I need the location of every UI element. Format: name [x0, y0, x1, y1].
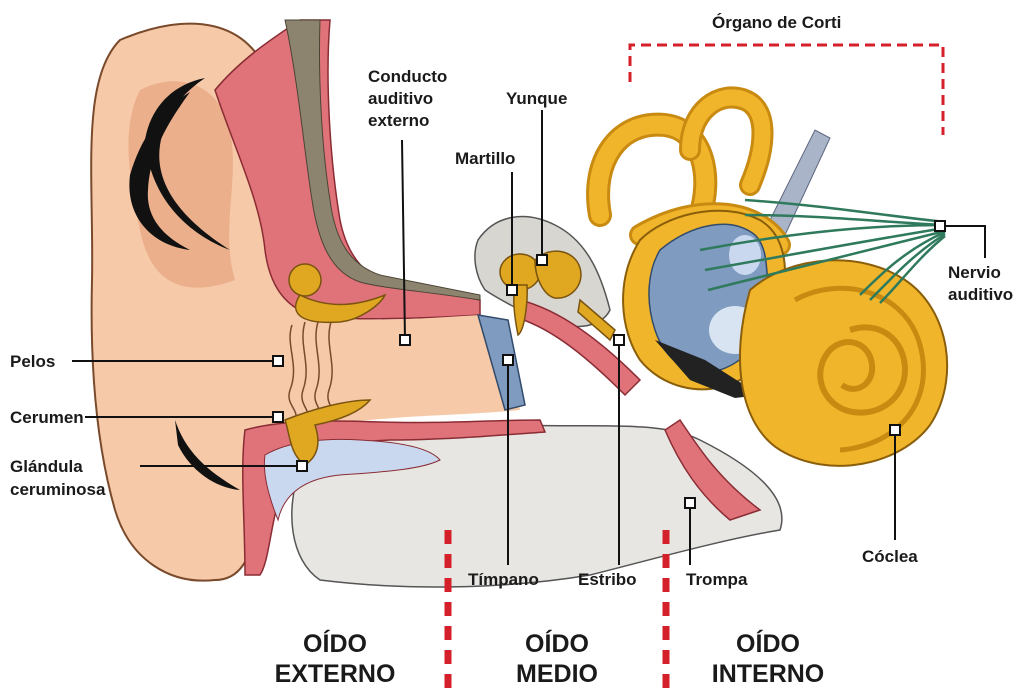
- label-conducto-2: auditivo: [368, 89, 433, 108]
- region-interno-line1: OÍDO: [736, 629, 800, 658]
- region-medio-line2: MEDIO: [516, 660, 598, 688]
- label-yunque: Yunque: [506, 89, 567, 108]
- label-organo-de-corti: Órgano de Corti: [712, 13, 841, 32]
- region-externo-line1: OÍDO: [303, 629, 367, 658]
- label-timpano: Tímpano: [468, 570, 539, 589]
- label-nervio-1: Nervio: [948, 263, 1001, 282]
- label-glandula-1: Glándula: [10, 457, 83, 476]
- label-trompa: Trompa: [686, 570, 748, 589]
- label-cerumen: Cerumen: [10, 408, 84, 427]
- label-coclea: Cóclea: [862, 547, 918, 566]
- label-conducto-3: externo: [368, 111, 429, 130]
- label-conducto-1: Conducto: [368, 67, 447, 86]
- region-externo-line2: EXTERNO: [275, 660, 396, 688]
- label-estribo: Estribo: [578, 570, 637, 589]
- label-glandula-2: ceruminosa: [10, 480, 106, 499]
- region-medio-line1: OÍDO: [525, 629, 589, 658]
- label-pelos: Pelos: [10, 352, 55, 371]
- region-interno-line2: INTERNO: [712, 660, 825, 688]
- label-nervio-2: auditivo: [948, 285, 1013, 304]
- label-martillo: Martillo: [455, 149, 515, 168]
- cochlea: [740, 260, 947, 466]
